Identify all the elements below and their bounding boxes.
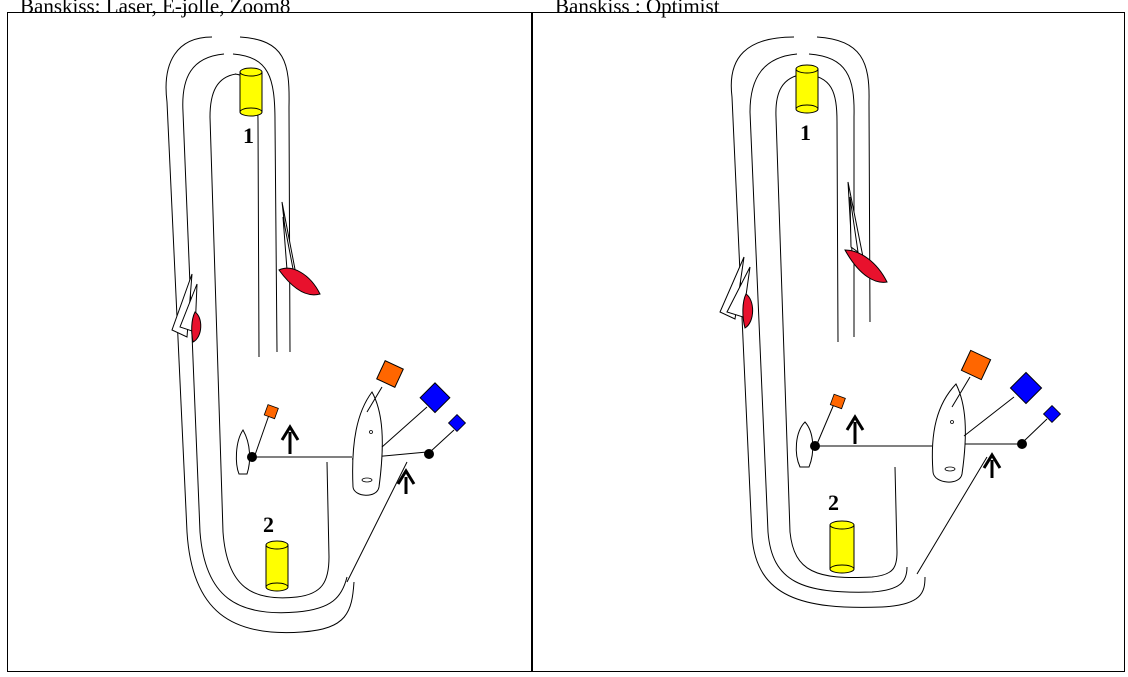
mark-1-buoy: [239, 67, 263, 117]
committee-boat: [931, 349, 1043, 483]
arrow-up-icon: [845, 414, 865, 444]
arrow-up-icon: [280, 424, 300, 454]
course-inner-line: [209, 73, 330, 599]
course-outer-line: [165, 36, 355, 634]
outer-flag-blue: [447, 413, 467, 433]
outer-mark-boat: [1017, 404, 1062, 449]
boat-upwind: [844, 181, 888, 283]
mark-1-label: 1: [243, 123, 254, 148]
committee-flag-orange: [376, 360, 404, 388]
committee-boat: [352, 360, 451, 496]
committee-flag-blue: [1009, 371, 1043, 405]
course-diagram-right: 1 2: [719, 36, 1062, 608]
pin-boat: [795, 393, 846, 468]
outer-mark-boat: [424, 413, 467, 459]
course-outer-line: [730, 36, 926, 608]
course-diagram-left: 1 2: [165, 36, 467, 634]
mark-1-label: 1: [800, 120, 811, 145]
left-panel-caption: Banskiss: Laser, E-jolle, Zoom8: [20, 0, 291, 18]
right-panel-caption: Banskiss : Optimist: [555, 0, 720, 18]
boat-side: [171, 273, 202, 343]
panel-divider: [531, 12, 533, 672]
committee-flag-blue: [419, 382, 451, 414]
outer-flag-blue: [1042, 404, 1062, 424]
pin-flag-orange: [263, 404, 279, 420]
course-inner-line: [775, 73, 898, 579]
pin-flag-orange: [829, 393, 846, 410]
arrow-up-icon: [396, 468, 416, 494]
mark-1-buoy: [795, 64, 819, 114]
mark-2-label: 2: [828, 490, 839, 515]
committee-flag-orange: [960, 349, 992, 381]
diagram-frame: [7, 12, 1125, 672]
boat-side: [719, 256, 754, 329]
arrow-up-icon: [982, 452, 1002, 478]
mark-2-label: 2: [263, 512, 274, 537]
mark-2-buoy: [829, 520, 855, 574]
boat-upwind: [278, 201, 321, 296]
mark-2-buoy: [265, 540, 289, 592]
pin-boat: [235, 404, 279, 475]
